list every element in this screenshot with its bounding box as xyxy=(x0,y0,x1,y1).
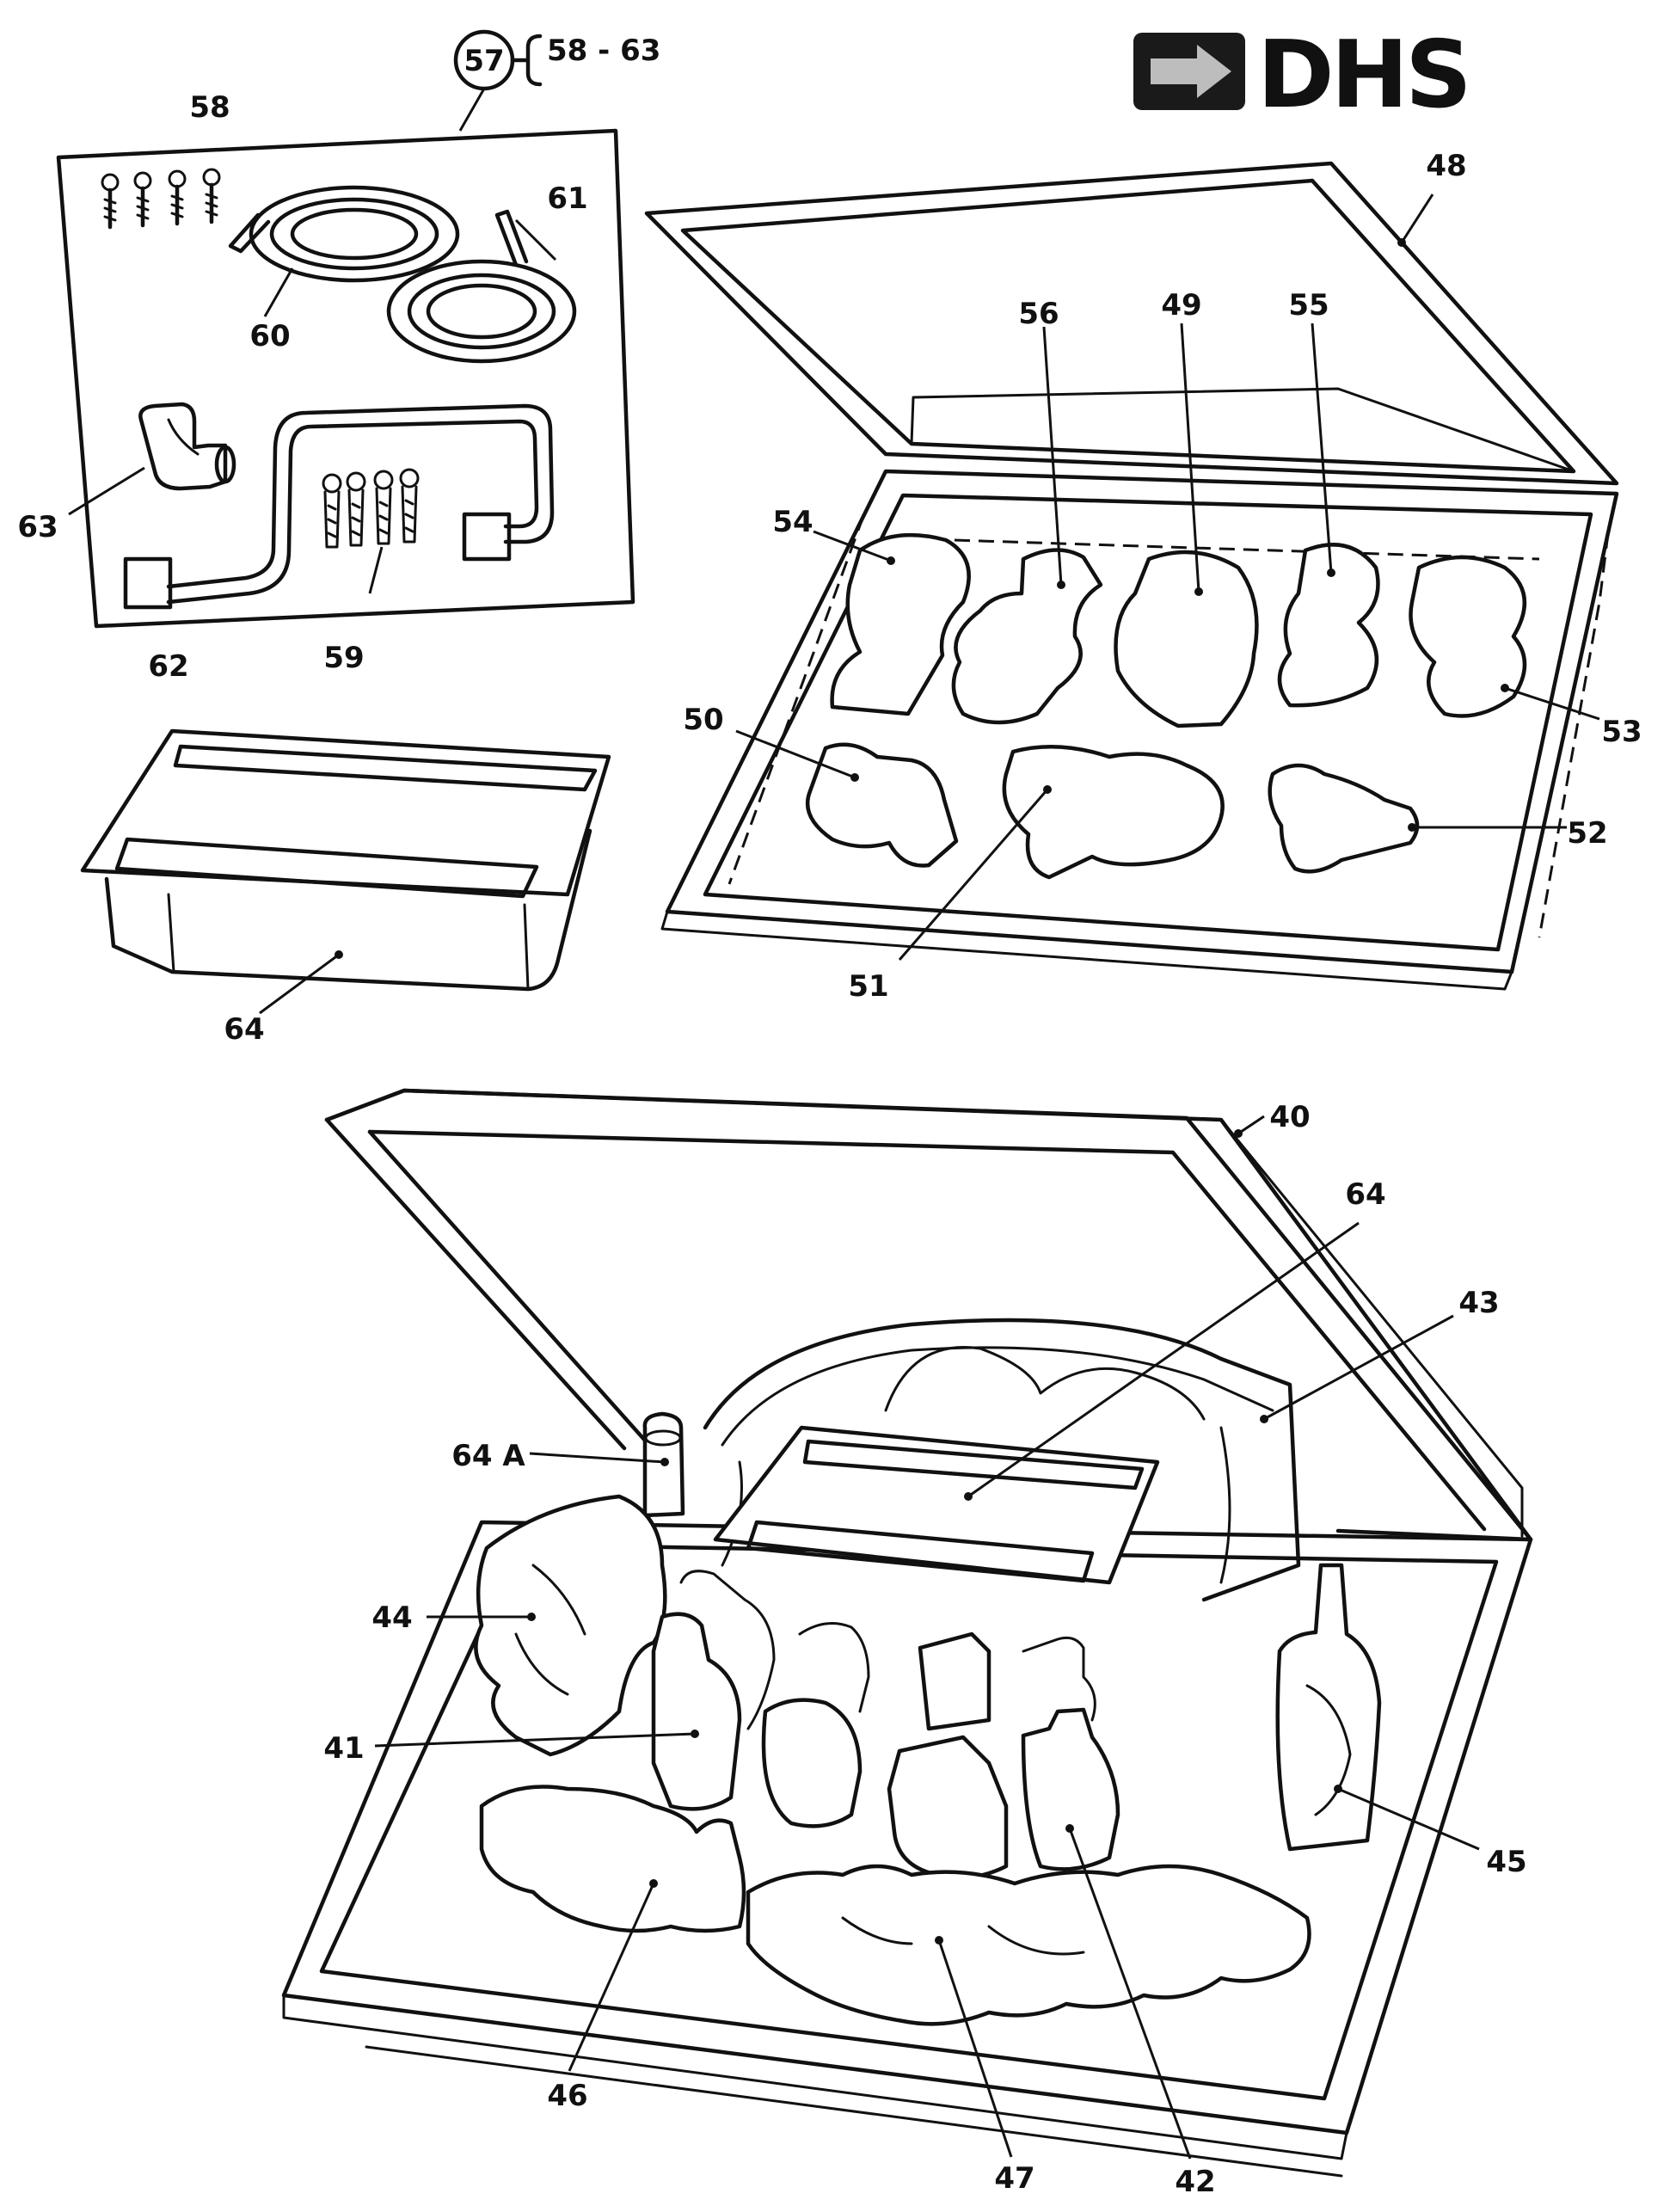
coiled-tube-61 xyxy=(386,209,577,364)
log-42 xyxy=(887,1735,1009,1880)
log-50 xyxy=(805,742,959,868)
label-56: 56 xyxy=(1018,297,1059,331)
label-51: 51 xyxy=(848,969,888,1004)
dhs-logo: DHS xyxy=(1133,22,1472,129)
log-53 xyxy=(1409,555,1527,718)
label-64-burner: 64 xyxy=(1345,1177,1385,1212)
kit-range-label: 58 - 63 xyxy=(547,34,660,68)
log-56 xyxy=(951,548,1103,725)
label-55: 55 xyxy=(1288,288,1329,323)
label-53: 53 xyxy=(1601,715,1642,749)
log-52 xyxy=(1268,763,1420,874)
log-45 xyxy=(1275,1563,1382,1852)
elbow-fitting-63 xyxy=(138,402,236,491)
log-44 xyxy=(474,1494,667,1757)
label-61: 61 xyxy=(547,181,587,216)
label-64a: 64 A xyxy=(451,1439,525,1473)
parts-kit-card xyxy=(56,128,635,629)
gas-line-62 xyxy=(123,403,555,610)
label-62: 62 xyxy=(148,649,188,684)
log-49 xyxy=(1114,550,1259,728)
label-41: 41 xyxy=(323,1731,364,1766)
log-55 xyxy=(1277,543,1380,708)
label-50: 50 xyxy=(683,703,723,737)
anchor-set-59 xyxy=(322,468,420,549)
log-54 xyxy=(830,532,971,716)
coiled-tube-60 xyxy=(228,185,460,283)
log-51 xyxy=(1002,745,1225,880)
label-46: 46 xyxy=(547,2079,587,2113)
log-46 xyxy=(479,1785,746,1933)
assembled-insert xyxy=(281,1088,1533,2178)
log-tray xyxy=(644,161,1619,991)
label-40: 40 xyxy=(1269,1100,1310,1134)
label-63: 63 xyxy=(17,510,58,544)
burner-box xyxy=(80,728,611,1015)
label-60: 60 xyxy=(249,319,290,353)
label-64-box: 64 xyxy=(224,1012,264,1047)
label-47: 47 xyxy=(994,2161,1034,2196)
logo-text: DHS xyxy=(1257,22,1469,129)
kit-circle-label: 57 xyxy=(464,44,504,78)
log-47 xyxy=(746,1864,1311,2026)
label-45: 45 xyxy=(1486,1845,1526,1879)
screw-set-58 xyxy=(101,168,221,230)
label-44: 44 xyxy=(371,1601,412,1635)
label-42: 42 xyxy=(1175,2165,1215,2199)
label-54: 54 xyxy=(772,505,813,539)
log-41 xyxy=(651,1612,742,1811)
label-59: 59 xyxy=(323,641,364,675)
label-48: 48 xyxy=(1426,149,1466,183)
label-52: 52 xyxy=(1567,816,1607,851)
kit-header: 57 58 - 63 xyxy=(453,29,660,132)
label-43: 43 xyxy=(1458,1286,1499,1320)
label-49: 49 xyxy=(1161,288,1201,323)
label-58: 58 xyxy=(189,90,230,125)
